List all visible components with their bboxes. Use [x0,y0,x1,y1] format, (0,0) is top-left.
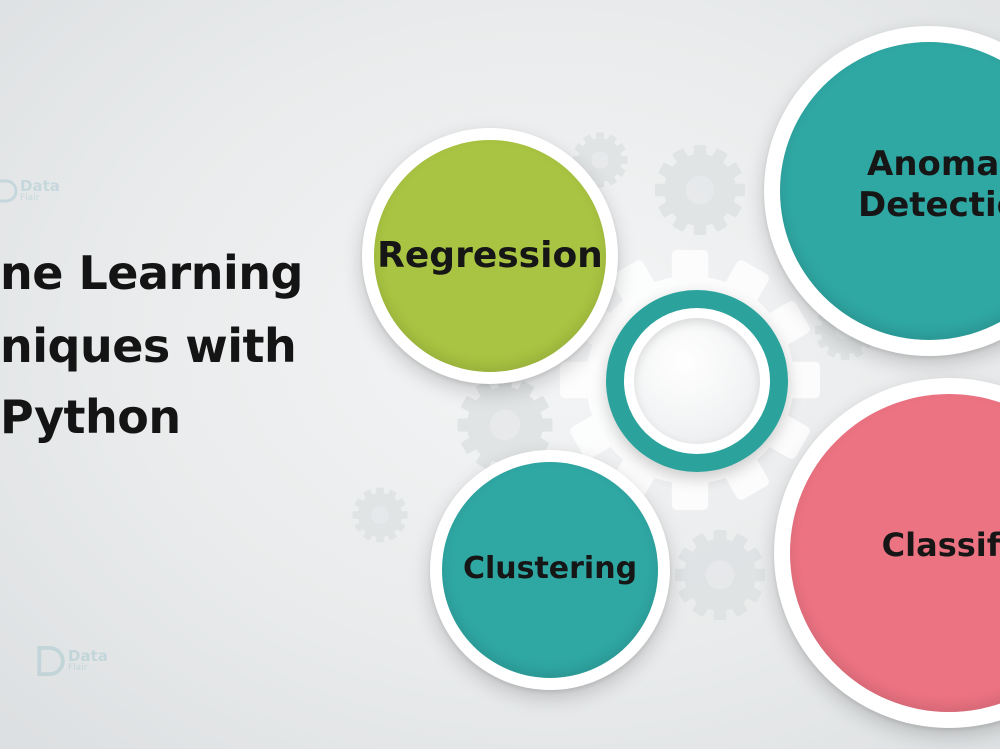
center-ring-core [634,318,760,444]
watermark-logo-icon [0,179,18,203]
clustering-circle: Clustering [442,462,658,678]
watermark-logo-icon [37,645,65,677]
page-title-line-2: niques with [0,319,297,373]
center-ring [606,290,788,472]
anomaly-detection-circle: Anomal Detectio [780,42,1000,340]
regression-circle: Regression [374,140,606,372]
regression-node: Regression [362,128,618,384]
page-title-line-3: Python [0,390,181,444]
gear-icon [655,145,745,235]
clustering-label: Clustering [462,551,638,587]
gear-icon [675,530,765,620]
classification-label: Classificat [881,526,1000,565]
regression-label: Regression [377,234,603,276]
anomaly-detection-label: Anomal Detectio [857,143,1000,225]
page-title-line-1: ne Learning [0,246,303,300]
gear-icon [352,487,408,543]
clustering-node: Clustering [430,450,670,690]
classification-circle: Classificat [790,394,1000,712]
